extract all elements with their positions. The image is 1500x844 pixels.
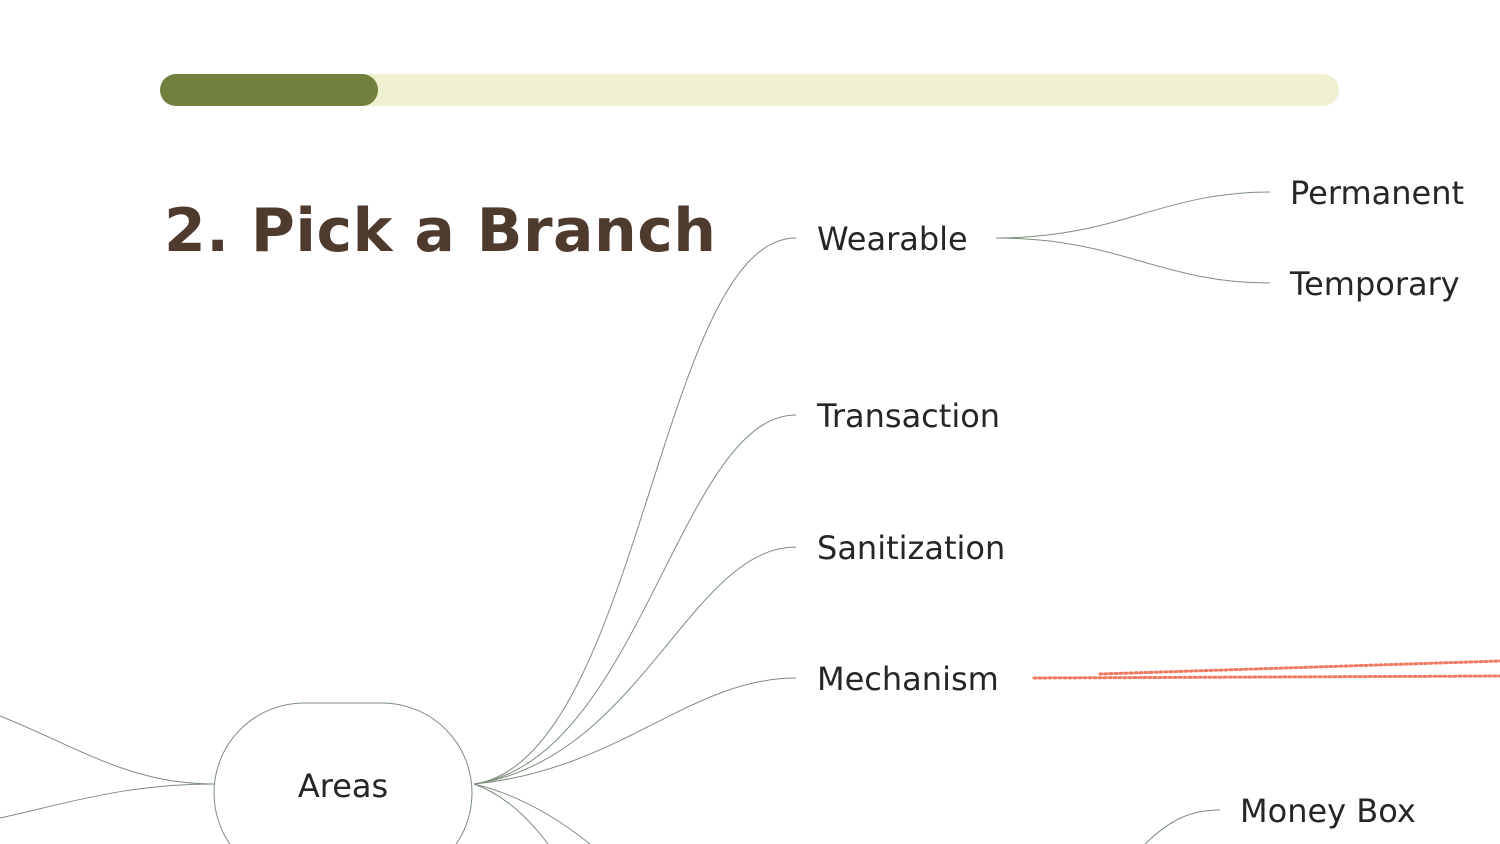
edge-wearable-temporary [995, 237, 1271, 284]
page-title: 2. Pick a Branch [164, 196, 717, 266]
branch-transaction-label[interactable]: Transaction [816, 397, 1000, 435]
annotation-dotted-line-upper [1098, 659, 1500, 676]
node-money-box-label[interactable]: Money Box [1240, 792, 1416, 830]
branch-wearable-label[interactable]: Wearable [817, 220, 968, 258]
edge-money-box [1144, 809, 1221, 844]
root-node-label: Areas [298, 767, 388, 805]
edge-root-wearable [473, 237, 797, 785]
edge-wearable-permanent [995, 191, 1271, 239]
root-node[interactable] [213, 702, 473, 844]
edge-root-sanitization [473, 546, 797, 785]
subbranch-permanent-label[interactable]: Permanent [1290, 174, 1464, 212]
edge-root-transaction [473, 414, 797, 785]
branch-sanitization-label[interactable]: Sanitization [817, 529, 1005, 567]
progress-bar [160, 74, 1339, 106]
edge-root-offscreen-1 [473, 783, 549, 844]
branch-mechanism-label[interactable]: Mechanism [817, 660, 999, 698]
edge-incoming-upper [0, 715, 215, 785]
edge-root-offscreen-2 [473, 783, 591, 844]
edge-root-mechanism [473, 677, 797, 785]
subbranch-temporary-label[interactable]: Temporary [1289, 265, 1460, 303]
progress-fill [160, 74, 379, 106]
edge-incoming-lower [0, 783, 215, 819]
annotation-dotted-line-lower [1032, 674, 1500, 680]
